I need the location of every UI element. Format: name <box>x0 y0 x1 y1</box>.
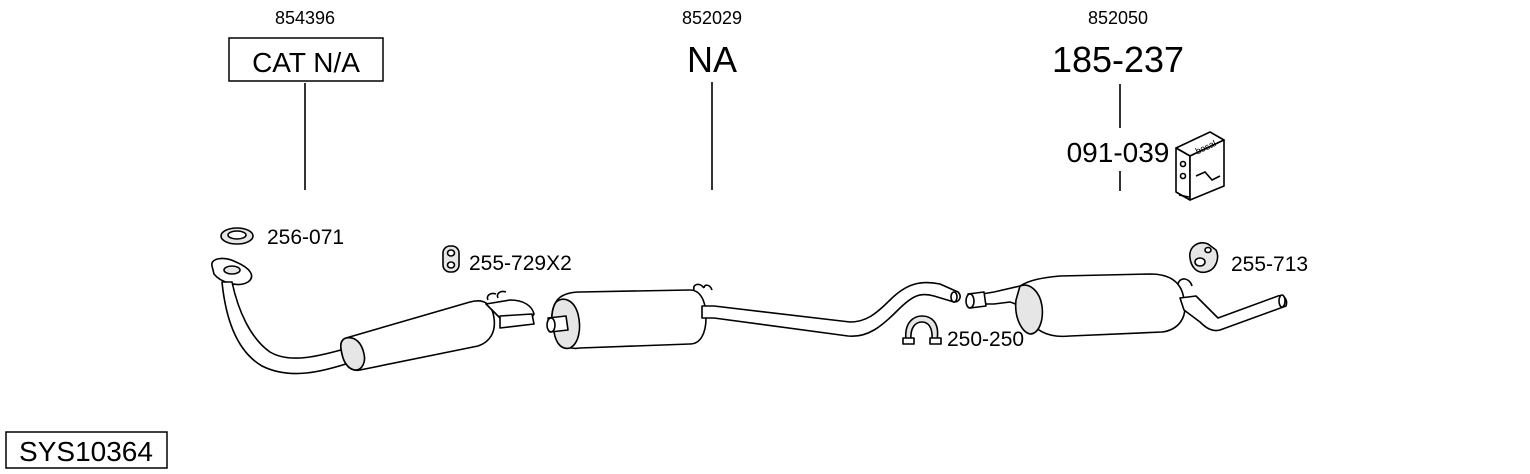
rubber-mount-icon <box>442 245 460 273</box>
accessory-255-713[interactable]: 255-713 <box>1231 253 1308 276</box>
accessory-255-729X2[interactable]: 255-729X2 <box>469 252 572 275</box>
accessory-256-071[interactable]: 256-071 <box>267 226 344 249</box>
part-number-box-1 <box>228 37 384 82</box>
part-number-3[interactable]: 185-237 <box>1052 39 1184 80</box>
part-number-1[interactable]: CAT N/A <box>252 47 360 78</box>
part-number-2[interactable]: NA <box>687 39 737 80</box>
accessory-250-250[interactable]: 250-250 <box>947 328 1024 351</box>
rear-silencer-icon <box>965 273 1288 338</box>
mounting-kit-box-icon: bosal <box>1175 131 1225 201</box>
mounting-kit-number[interactable]: 091-039 <box>1067 137 1170 168</box>
oe-number-3: 852050 <box>1088 8 1148 28</box>
pipe-clamp-icon <box>902 315 942 345</box>
oe-number-2: 852029 <box>682 8 742 28</box>
centre-silencer-icon <box>546 281 961 350</box>
oe-number-1: 854396 <box>275 8 335 28</box>
front-pipe-catalyst-icon <box>211 257 535 375</box>
system-code-box <box>5 431 168 469</box>
gasket-ring-icon <box>220 227 254 245</box>
rubber-hanger-icon <box>1189 242 1219 274</box>
system-code: SYS10364 <box>19 436 153 467</box>
